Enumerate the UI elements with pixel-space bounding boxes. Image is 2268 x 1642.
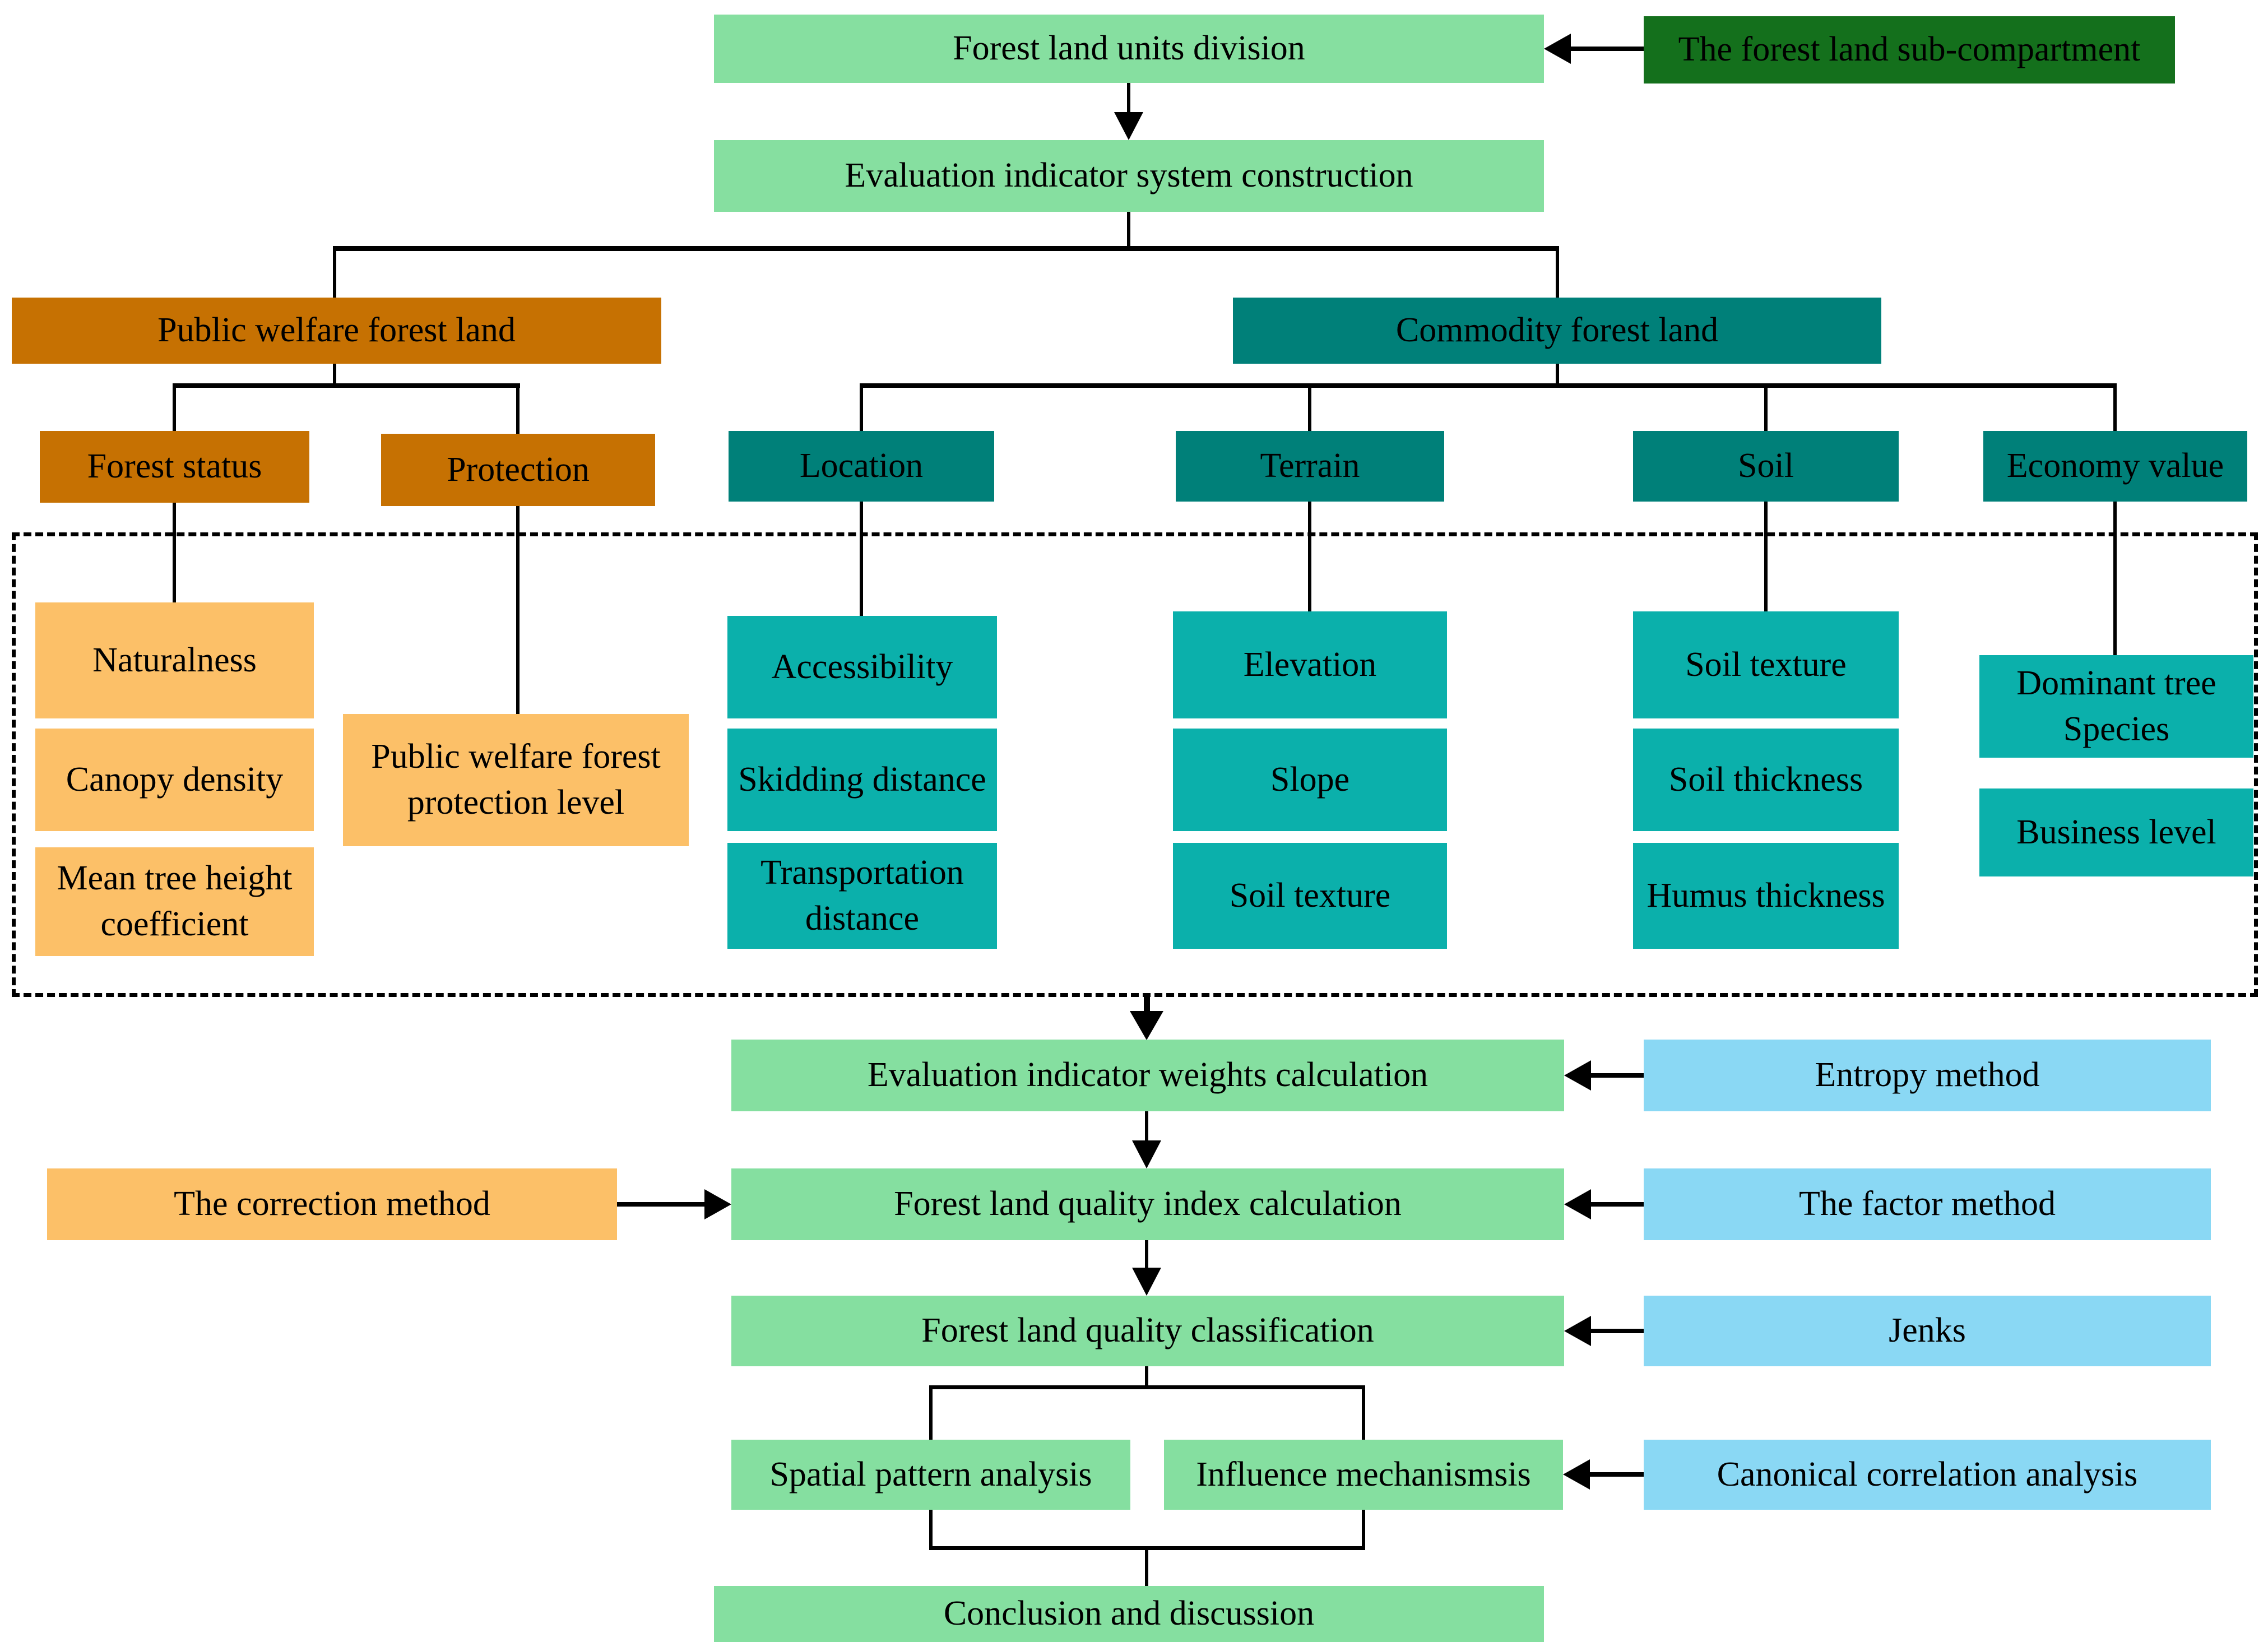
connector-to-soil <box>1764 387 1768 431</box>
node-entropy-method: Entropy method <box>1644 1040 2211 1111</box>
node-economy-value: Economy value <box>1983 431 2247 502</box>
node-elevation: Elevation <box>1173 611 1447 718</box>
node-public-welfare-forest-land: Public welfare forest land <box>12 298 661 364</box>
connector-jenks-shaft <box>1590 1329 1644 1333</box>
node-terrain: Terrain <box>1176 431 1444 502</box>
indicator-dashed-frame <box>12 532 2258 997</box>
node-protection: Protection <box>381 434 655 506</box>
node-slope: Slope <box>1173 729 1447 831</box>
arrow-left-icon <box>1564 1189 1591 1219</box>
arrow-right-icon <box>704 1189 731 1219</box>
connector-to-forest-status <box>173 387 176 431</box>
connector-to-influence <box>1362 1389 1365 1440</box>
connector-frame-to-weights <box>1144 997 1150 1013</box>
node-evaluation-indicator-weights-calculation: Evaluation indicator weights calculation <box>731 1040 1564 1111</box>
connector-to-protection <box>516 387 520 434</box>
connector-correction-shaft <box>617 1202 705 1207</box>
connector-weights-to-index <box>1145 1111 1148 1142</box>
connector-to-public-welfare <box>333 250 336 298</box>
connector-evalsystem-stub <box>1127 212 1130 250</box>
connector-terrain-to-elevation <box>1308 502 1311 611</box>
node-accessibility: Accessibility <box>727 616 997 718</box>
arrow-left-icon <box>1544 34 1571 64</box>
arrow-left-icon <box>1564 1060 1591 1091</box>
connector-cm-stub <box>1556 364 1559 384</box>
node-conclusion-and-discussion: Conclusion and discussion <box>714 1586 1544 1642</box>
arrow-down-icon <box>1132 1268 1161 1296</box>
connector-influence-down <box>1362 1510 1365 1550</box>
arrow-left-icon <box>1563 1459 1590 1490</box>
connector-spatial-down <box>929 1510 933 1550</box>
node-naturalness: Naturalness <box>35 602 314 718</box>
node-humus-thickness: Humus thickness <box>1633 843 1899 949</box>
connector-economy-to-dominant <box>2113 502 2117 655</box>
arrow-left-icon <box>1564 1316 1591 1346</box>
connector-units-to-evalsystem <box>1127 83 1130 113</box>
node-forest-status: Forest status <box>40 431 309 503</box>
node-dominant-tree-species: Dominant tree Species <box>1979 655 2253 758</box>
connector-branch1-horizontal <box>333 246 1559 251</box>
arrow-down-icon <box>1130 1011 1163 1040</box>
node-soil: Soil <box>1633 431 1899 502</box>
connector-to-commodity <box>1556 250 1559 298</box>
node-forest-land-units-division: Forest land units division <box>714 15 1544 83</box>
node-correction-method: The correction method <box>47 1168 617 1240</box>
connector-pw-stub <box>333 364 336 384</box>
node-mean-tree-height-coefficient: Mean tree height coefficient <box>35 847 314 956</box>
node-soil-texture: Soil texture <box>1633 611 1899 718</box>
connector-to-economy <box>2113 387 2117 431</box>
node-soil-texture-terrain: Soil texture <box>1173 843 1447 949</box>
connector-entropy-shaft <box>1590 1073 1644 1078</box>
connector-to-spatial <box>929 1389 933 1440</box>
connector-split-horizontal <box>929 1385 1365 1389</box>
connector-cm-horizontal <box>860 383 2117 388</box>
connector-to-conclusion <box>1145 1550 1148 1586</box>
node-canopy-density: Canopy density <box>35 729 314 831</box>
node-skidding-distance: Skidding distance <box>727 729 997 831</box>
connector-factor-shaft <box>1590 1202 1644 1207</box>
node-location: Location <box>729 431 994 502</box>
node-public-welfare-forest-protection-level: Public welfare forest protection level <box>343 714 689 846</box>
connector-status-to-naturalness <box>173 503 176 602</box>
connector-protection-to-level <box>516 506 520 714</box>
arrow-down-icon <box>1132 1140 1161 1168</box>
connector-canonical-shaft <box>1589 1472 1644 1477</box>
connector-soil-to-texture <box>1764 502 1768 611</box>
connector-subcompartment-shaft <box>1570 47 1644 51</box>
node-forest-land-sub-compartment: The forest land sub-compartment <box>1644 16 2175 84</box>
node-spatial-pattern-analysis: Spatial pattern analysis <box>731 1440 1130 1510</box>
connector-index-to-classification <box>1145 1240 1148 1269</box>
node-forest-land-quality-index-calculation: Forest land quality index calculation <box>731 1168 1564 1240</box>
connector-join-horizontal <box>929 1546 1365 1550</box>
connector-to-location <box>860 387 863 431</box>
node-commodity-forest-land: Commodity forest land <box>1233 298 1881 364</box>
connector-classification-stub <box>1145 1366 1148 1389</box>
node-business-level: Business level <box>1979 788 2253 876</box>
connector-location-to-accessibility <box>860 502 863 616</box>
node-forest-land-quality-classification: Forest land quality classification <box>731 1296 1564 1366</box>
node-transportation-distance: Transportation distance <box>727 843 997 949</box>
node-soil-thickness: Soil thickness <box>1633 729 1899 831</box>
connector-to-terrain <box>1308 387 1311 431</box>
node-factor-method: The factor method <box>1644 1168 2211 1240</box>
arrow-down-icon <box>1114 112 1143 140</box>
node-canonical-correlation-analysis: Canonical correlation analysis <box>1644 1440 2211 1510</box>
node-influence-mechanisms: Influence mechanismsis <box>1164 1440 1563 1510</box>
connector-pw-horizontal <box>173 383 520 388</box>
node-jenks: Jenks <box>1644 1296 2211 1366</box>
node-evaluation-indicator-system-construction: Evaluation indicator system construction <box>714 140 1544 212</box>
